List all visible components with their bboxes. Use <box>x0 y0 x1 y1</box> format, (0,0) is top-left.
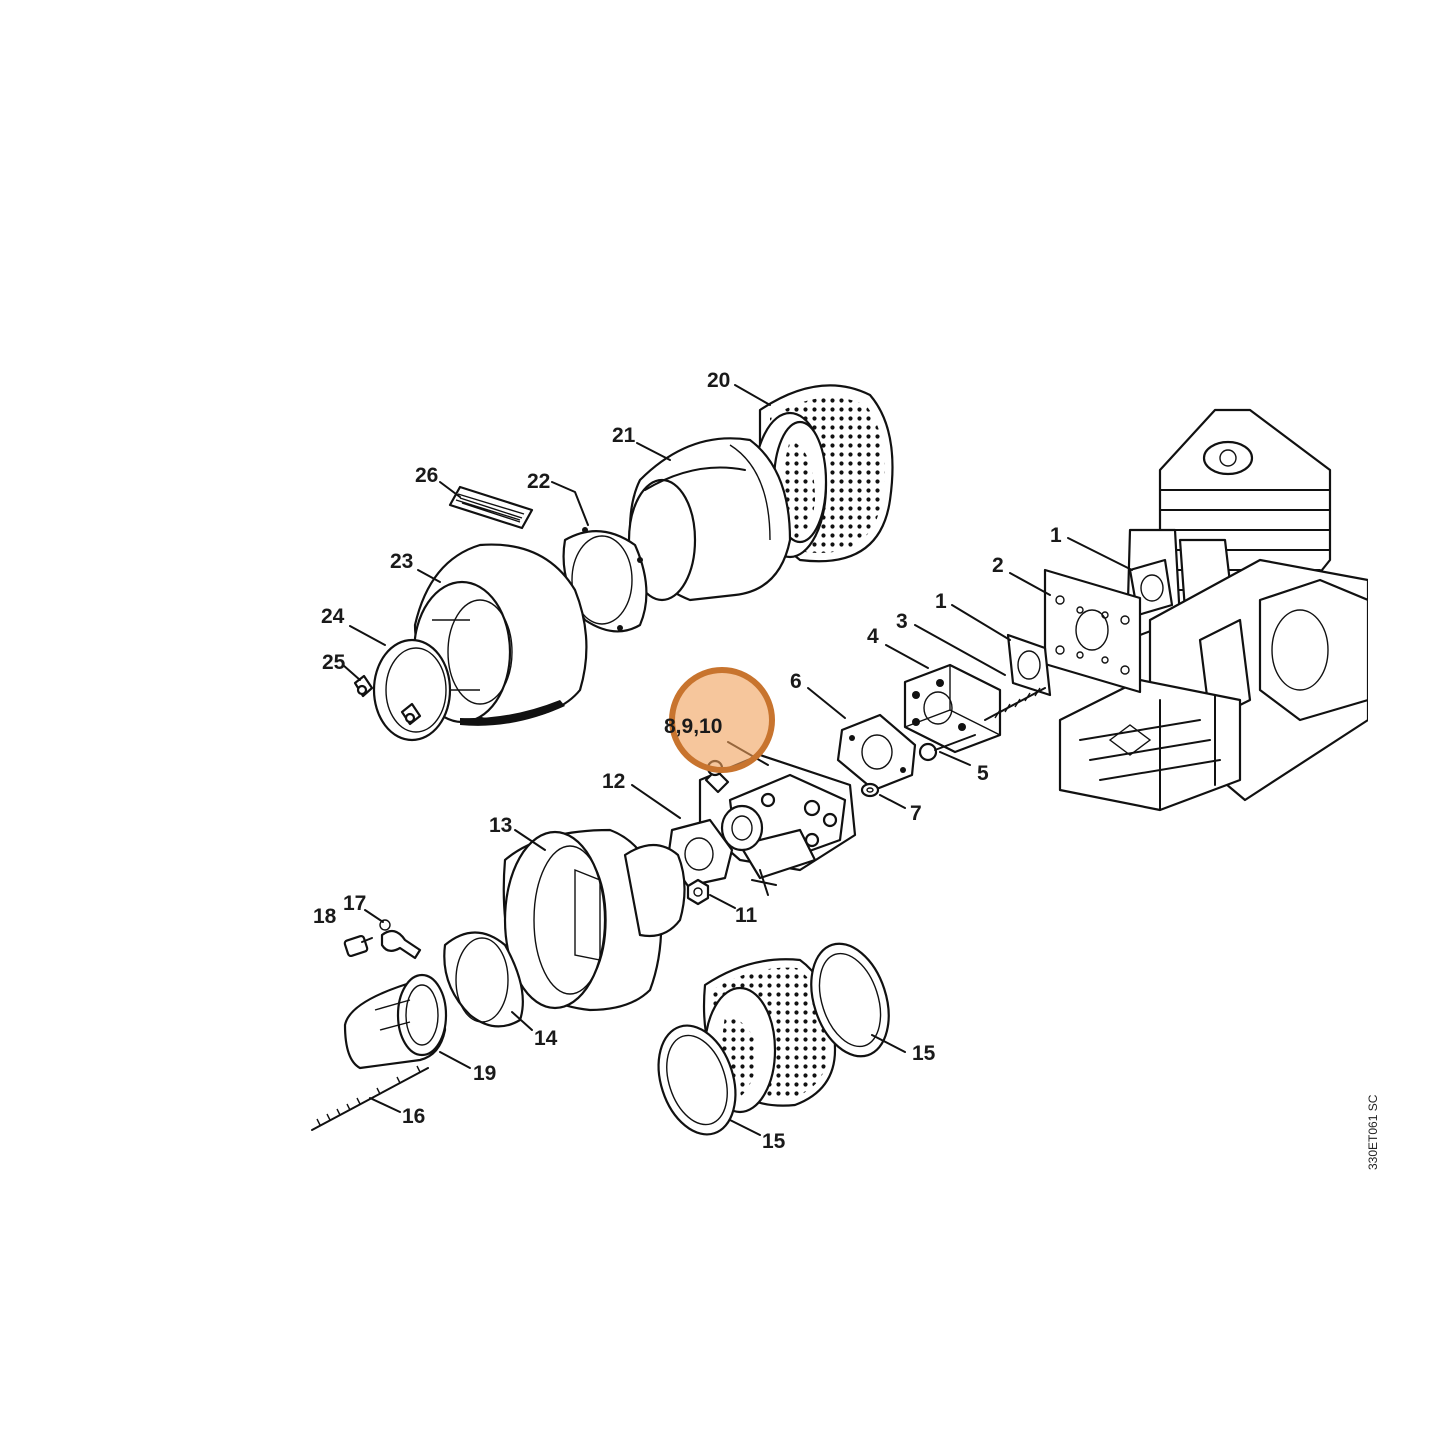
callout-labels: 1 2 1 3 4 5 6 7 8,9,10 11 12 13 14 15 15… <box>313 369 1062 1153</box>
gasket-22 <box>562 527 648 633</box>
gasket-1-lower <box>1006 633 1052 697</box>
callout-1-lower: 1 <box>935 590 947 613</box>
filter-housing-13 <box>502 828 686 1012</box>
nut-11 <box>686 878 710 906</box>
wing-nut-25 <box>353 674 422 726</box>
callout-19: 19 <box>473 1062 496 1085</box>
callout-17: 17 <box>343 892 366 915</box>
gasket-6 <box>836 713 917 792</box>
callout-11: 11 <box>735 904 758 927</box>
callout-15-right: 15 <box>912 1042 936 1065</box>
sleeve-7 <box>860 782 880 798</box>
screw-18 <box>343 934 373 958</box>
callout-2: 2 <box>992 554 1004 577</box>
callout-6: 6 <box>790 670 802 693</box>
air-filter-20 <box>752 384 894 563</box>
screw-5 <box>918 734 976 762</box>
flange-4 <box>903 663 1002 754</box>
callout-5: 5 <box>977 762 989 785</box>
callout-14: 14 <box>534 1027 558 1050</box>
gasket-15-left <box>657 1024 737 1136</box>
drawing-code: 330ET061 SC <box>1366 1094 1380 1170</box>
stud-3 <box>984 687 1046 721</box>
callout-3: 3 <box>896 610 908 633</box>
callout-8-9-10: 8,9,10 <box>664 715 722 738</box>
cover-plate-24 <box>372 638 452 742</box>
air-filter-lower <box>702 958 837 1114</box>
highlight-circle <box>669 667 775 773</box>
label-26 <box>448 485 534 530</box>
callout-12: 12 <box>602 770 625 793</box>
gasket-15-right <box>810 942 890 1058</box>
callout-26: 26 <box>415 464 438 487</box>
callout-21: 21 <box>612 424 636 447</box>
callout-7: 7 <box>910 802 922 825</box>
callout-13: 13 <box>489 814 512 837</box>
callout-16: 16 <box>402 1105 425 1128</box>
callout-23: 23 <box>390 550 413 573</box>
oil-filter-19 <box>343 973 448 1070</box>
carburetor <box>698 753 857 896</box>
callout-22: 22 <box>527 470 550 493</box>
callout-18: 18 <box>313 905 337 928</box>
callout-1-upper: 1 <box>1050 524 1062 547</box>
sleeve-21 <box>627 437 792 602</box>
clip-17 <box>379 919 422 960</box>
callout-25: 25 <box>322 651 346 674</box>
callout-24: 24 <box>321 605 345 628</box>
callout-20: 20 <box>707 369 730 392</box>
callout-4: 4 <box>867 625 879 648</box>
callout-15-left: 15 <box>762 1130 786 1153</box>
gasket-2 <box>1043 568 1142 694</box>
